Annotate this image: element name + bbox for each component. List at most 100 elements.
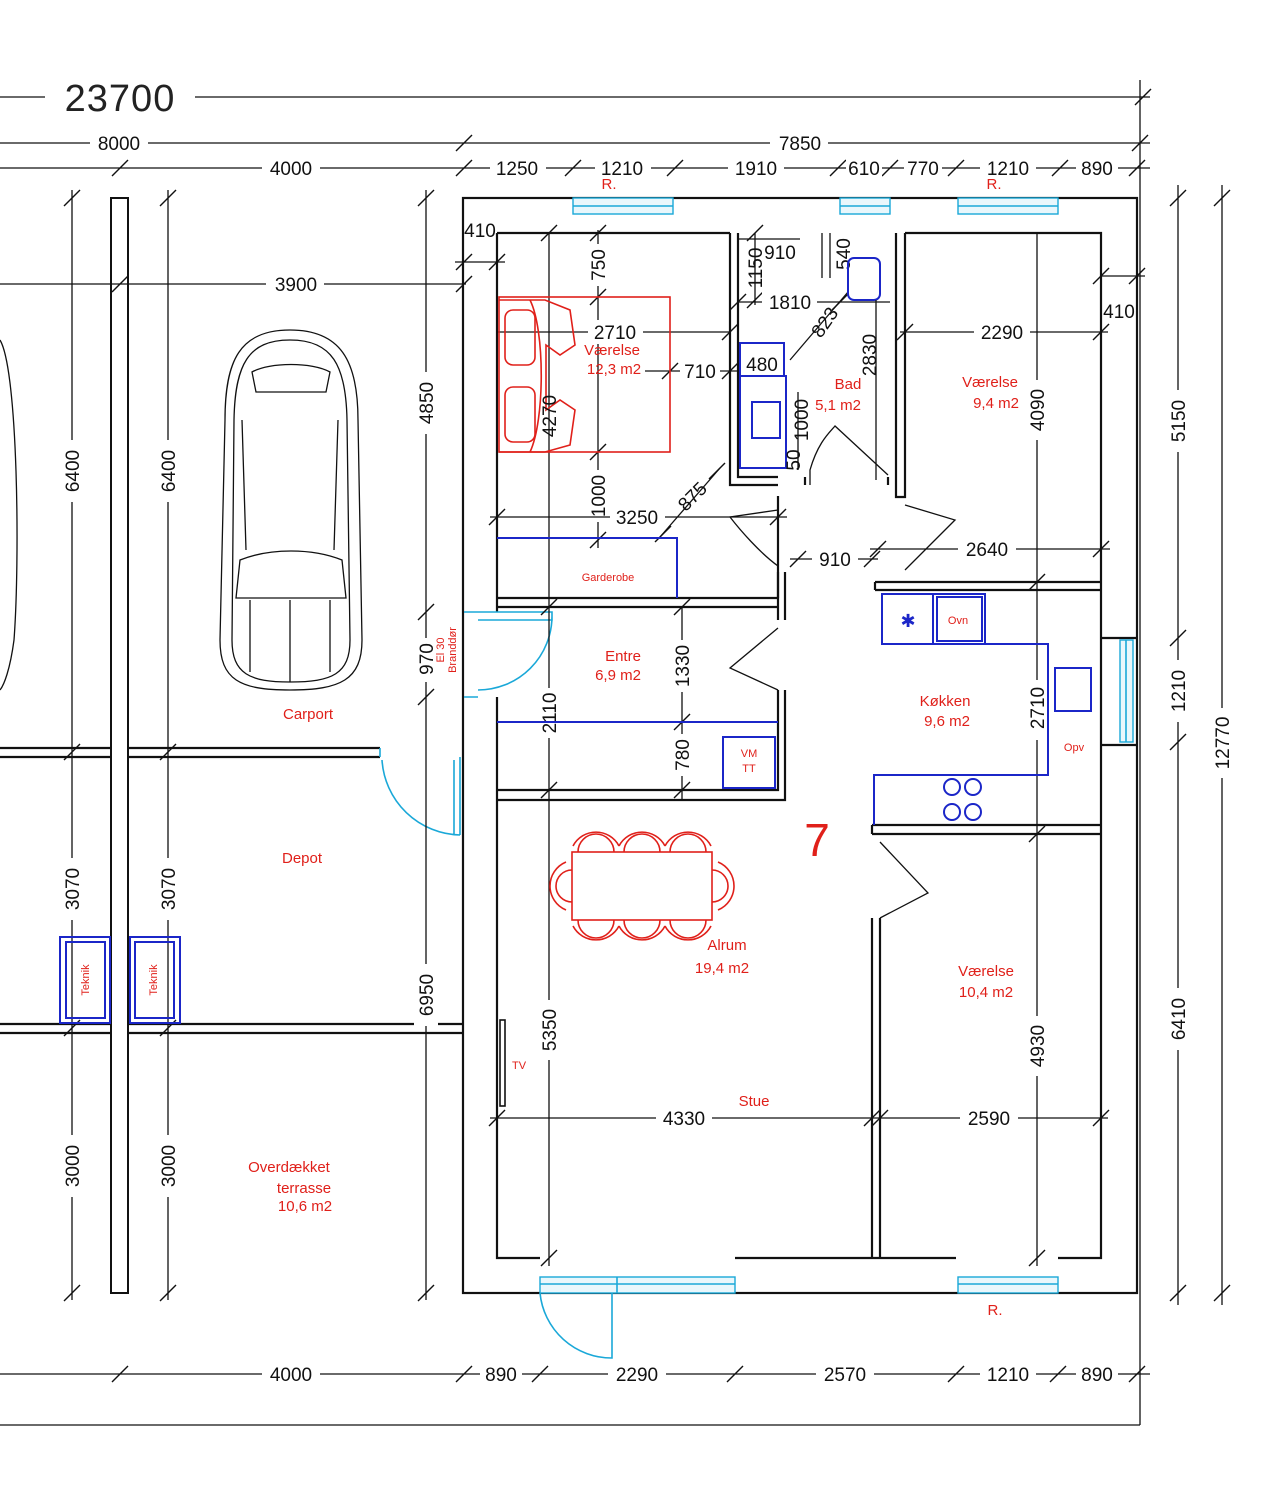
inner-dimensions: 410 410 2110 5350 750 1000 2710 710 3250… [455,221,1146,1267]
dim-1210a: 1210 [601,159,643,180]
room-area: 19,4 m2 [695,960,749,977]
dim-4930: 4930 [1028,1025,1049,1067]
room-area: 10,4 m2 [959,984,1013,1001]
furniture: 4270 Garderobe ✱ Ovn Opv VM TT [497,296,1102,1107]
dim-bottom-1210: 1210 [987,1365,1029,1386]
bed-icon [498,296,671,453]
room-area: 6,9 m2 [595,667,641,684]
dim-7850: 7850 [779,134,821,155]
carport-area: 3900 6400 6400 3070 3070 3000 3000 Carpo… [0,189,473,1302]
dim-1000a: 1000 [589,475,610,517]
label-depot: Depot [282,850,323,867]
dim-6410: 6410 [1169,998,1190,1040]
room-area: 9,4 m2 [973,395,1019,412]
label-garderobe: Garderobe [582,572,635,584]
dim-2590: 2590 [968,1109,1010,1130]
dim-2830: 2830 [860,334,881,376]
room-name: Alrum [707,937,746,954]
label-teknik: Teknik [80,964,92,996]
windows: R. [539,197,1134,1319]
dim-1000b: 1000 [792,399,813,441]
label-door-el30: El 30 [435,637,447,662]
room-name: Værelse [584,342,640,359]
dim-4330: 4330 [663,1109,705,1130]
dim-890: 890 [1081,159,1113,180]
window-label-r: R. [602,176,617,193]
room-name: Køkken [920,693,971,710]
dim-910b: 910 [819,550,851,571]
dim-480: 480 [746,355,778,376]
freezer-icon: ✱ [900,611,915,632]
dim-6950: 6950 [417,974,438,1016]
dim-3070b: 3070 [159,868,180,910]
dim-bottom-2570: 2570 [824,1365,866,1386]
dim-3900: 3900 [275,275,317,296]
dim-4850: 4850 [417,382,438,424]
room-name: Bad [835,376,862,393]
dim-1330: 1330 [673,645,694,687]
bedroom2-door [904,504,957,571]
dim-410b: 410 [1103,302,1135,323]
dim-8000: 8000 [98,134,140,155]
dim-2710b: 2710 [1028,687,1049,729]
window-label-r: R. [988,1302,1003,1319]
label-ovn: Ovn [948,615,968,627]
dim-4270: 4270 [540,395,561,437]
label-tt: TT [742,763,756,775]
dim-1810: 1810 [769,293,811,314]
hob-icon [943,778,982,821]
dim-540: 540 [834,238,855,270]
label-terrasse-area: 10,6 m2 [278,1198,332,1215]
label-teknik: Teknik [148,964,160,996]
room-name: Værelse [958,963,1014,980]
dim-6400b: 6400 [159,450,180,492]
bedroom-door [728,509,779,567]
right-dimensions: 5150 1210 6410 12770 [1166,185,1234,1305]
label-terrasse: Overdækket [248,1159,331,1176]
dim-910a: 910 [764,243,796,264]
garden-door [539,1292,613,1359]
dim-770: 770 [907,159,939,180]
doors [464,425,957,1359]
dim-710: 710 [684,362,716,383]
entre-door [728,627,779,691]
dim-2290a: 2290 [981,323,1023,344]
dim-total-width: 23700 [65,78,176,120]
label-carport: Carport [283,706,334,723]
unit-number: 7 [804,814,830,866]
dim-3000a: 3000 [63,1145,84,1187]
dim-bottom-2290: 2290 [616,1365,658,1386]
depot-door [379,748,461,836]
dim-1910: 1910 [735,159,777,180]
dim-2640: 2640 [966,540,1008,561]
dining-table-icon [549,831,735,941]
dim-bottom-890b: 890 [1081,1365,1113,1386]
dim-1250: 1250 [496,159,538,180]
bath-door [809,425,889,485]
bedroom3-door [879,841,930,919]
dim-bottom-890a: 890 [485,1365,517,1386]
top-dimensions: 23700 8000 7850 4000 1250 1210 1910 610 … [0,78,1152,1425]
dim-2710a: 2710 [594,323,636,344]
toilet-icon [847,257,881,301]
car-icon [219,329,363,691]
dim-5350: 5350 [540,1009,561,1051]
wardrobe [497,537,678,598]
dim-1150: 1150 [746,248,767,289]
room-name: Entre [605,648,641,665]
dim-780: 780 [673,739,694,771]
sink-icon [1054,667,1092,712]
dim-top-4000: 4000 [270,159,312,180]
dim-2110: 2110 [540,693,561,734]
dim-3070a: 3070 [63,868,84,910]
dim-50: 50 [784,449,805,470]
dim-970: 970 [417,643,438,675]
window-label-r: R. [987,176,1002,193]
room-area: 9,6 m2 [924,713,970,730]
car-icon [0,339,18,691]
washer-dryer [722,736,776,789]
dim-bottom-4000: 4000 [270,1365,312,1386]
tv-icon [499,1019,506,1107]
dim-3000b: 3000 [159,1145,180,1187]
